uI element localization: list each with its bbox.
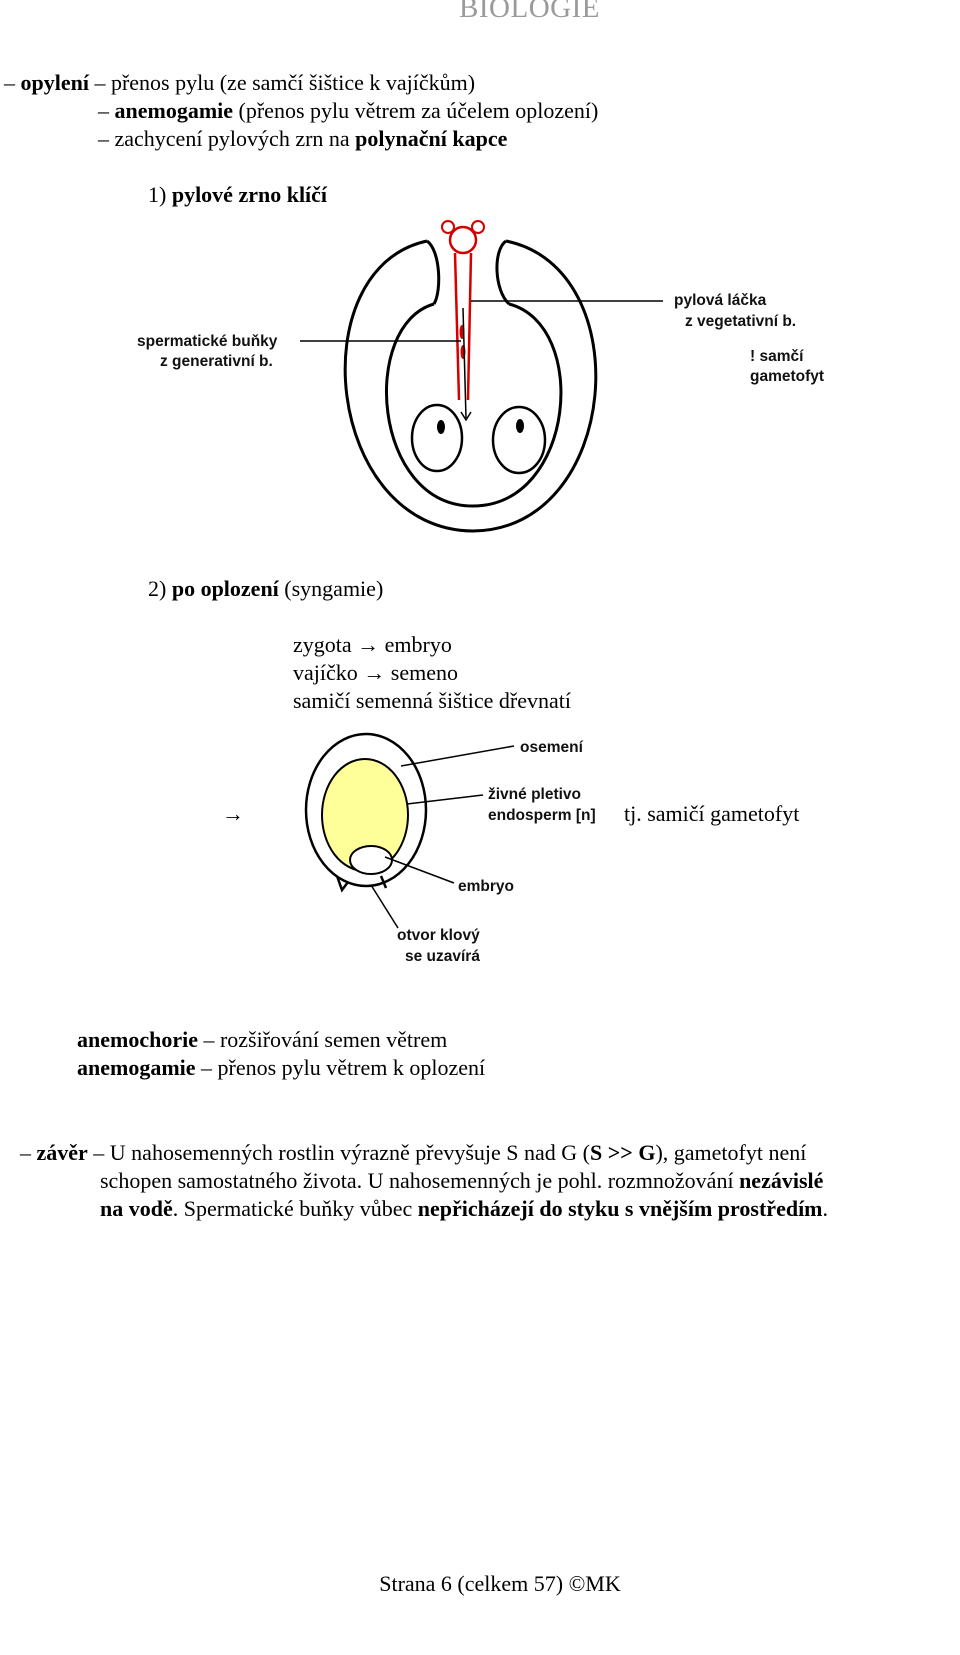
arrow-icon: → xyxy=(363,660,386,685)
transform-zygote: zygota → embryo xyxy=(293,632,452,658)
page-header: BIOLOGIE xyxy=(459,0,600,24)
archegonium-right-nucleus xyxy=(516,419,524,433)
conclusion-emphasis: nepřicházejí do styku s vnějším prostřed… xyxy=(417,1196,823,1221)
term-anemogamie: anemogamie xyxy=(114,98,234,123)
label-male-gametophyte-2: gametofyt xyxy=(750,368,825,385)
definition: – zachycení pylových zrn na xyxy=(98,126,356,151)
arrow-icon: → xyxy=(357,632,380,657)
lead-arrow-icon: → xyxy=(222,801,244,826)
term-opyleni: opylení xyxy=(20,70,89,95)
step-1-heading: 1) pylové zrno klíčí xyxy=(148,182,327,208)
conclusion-emphasis: nezávislé xyxy=(739,1168,824,1193)
label-seed-coat: osemení xyxy=(520,739,583,756)
label-male-gametophyte-1: ! samčí xyxy=(750,348,804,365)
conclusion-text: . Spermatické buňky vůbec xyxy=(172,1196,418,1221)
anemochorie-line: anemochorie – rozšiřování semen větrem xyxy=(77,1027,447,1053)
leader-seed-coat xyxy=(400,745,515,767)
anemogamie-definition-line: anemogamie – přenos pylu větrem k oploze… xyxy=(77,1055,485,1081)
definition: – přenos pylu větrem k oplození xyxy=(195,1055,486,1080)
label-pollen-tube-2: z vegetativní b. xyxy=(685,313,797,330)
label-micropyle-1: otvor klový xyxy=(397,927,480,944)
transform-from: zygota xyxy=(293,632,352,657)
label-sperm-cells-2: z generativní b. xyxy=(160,353,273,370)
conclusion-line-1: – závěr – U nahosemenných rostlin výrazn… xyxy=(20,1139,806,1168)
step-number: 1) xyxy=(148,182,172,207)
female-gametophyte-note: tj. samičí gametofyt xyxy=(624,801,800,826)
step-2-heading: 2) po oplození (syngamie) xyxy=(148,576,383,602)
pollen-grain xyxy=(448,225,478,255)
archegonium-right xyxy=(491,405,547,475)
conclusion-text: – U nahosemenných rostlin výrazně převyš… xyxy=(87,1140,591,1165)
separator: – xyxy=(88,70,111,95)
micropyle-closing-right xyxy=(379,875,388,889)
dash: – xyxy=(20,1140,37,1165)
woody-cone-line: samičí semenná šištice dřevnatí xyxy=(293,688,571,713)
pollen-germination-diagram xyxy=(300,220,663,533)
anemogamie-line: – anemogamie (přenos pylu větrem za účel… xyxy=(98,98,598,124)
definition: přenos pylu (ze samčí šištice k vajíčkům… xyxy=(110,70,476,95)
transform-to: embryo xyxy=(384,632,452,657)
term-anemochorie: anemochorie xyxy=(77,1027,198,1052)
leader-embryo xyxy=(384,856,455,884)
dash: – xyxy=(4,70,15,95)
pollen-air-sac-right xyxy=(471,220,485,234)
tube-tip-arrow xyxy=(460,307,472,422)
dash: – xyxy=(98,98,115,123)
transform-from: vajíčko xyxy=(293,660,358,685)
term-zaver: závěr xyxy=(36,1140,88,1165)
label-sperm-cells-1: spermatické buňky xyxy=(137,333,278,350)
label-endosperm-1: živné pletivo xyxy=(488,786,582,803)
label-embryo: embryo xyxy=(458,878,514,895)
micropyle-closing-left xyxy=(335,875,349,893)
pollination-line: – opylení – přenos pylu (ze samčí šištic… xyxy=(4,70,475,96)
page-footer: Strana 6 (celkem 57) ©MK xyxy=(379,1571,621,1596)
transform-ovule: vajíčko → semeno xyxy=(293,660,458,686)
conclusion-emphasis: S >> G xyxy=(590,1140,656,1165)
conclusion-line-2: schopen samostatného života. U nahosemen… xyxy=(100,1167,823,1196)
conclusion-emphasis: na vodě xyxy=(100,1196,173,1221)
transform-to: semeno xyxy=(390,660,458,685)
step-note: (syngamie) xyxy=(278,576,384,601)
archegonium-left xyxy=(410,403,464,473)
archegonium-left-nucleus xyxy=(437,420,445,434)
step-number: 2) xyxy=(148,576,172,601)
conclusion-text: schopen samostatného života. U nahosemen… xyxy=(100,1168,740,1193)
pollen-tube xyxy=(453,252,473,401)
conclusion-text: . xyxy=(822,1196,829,1221)
conclusion-line-3: na vodě. Spermatické buňky vůbec nepřich… xyxy=(100,1195,828,1224)
definition: (přenos pylu větrem za účelem oplození) xyxy=(233,98,599,123)
step-title: pylové zrno klíčí xyxy=(171,182,328,207)
label-pollen-tube-1: pylová láčka xyxy=(674,292,767,309)
micropyle-right-lip xyxy=(495,239,511,306)
label-micropyle-2: se uzavírá xyxy=(405,948,480,965)
label-endosperm-2: endosperm [n] xyxy=(488,807,596,824)
micropyle-left-lip xyxy=(425,239,441,305)
step-title: po oplození xyxy=(171,576,279,601)
ovule-inner-wall xyxy=(384,302,563,508)
term-anemogamie: anemogamie xyxy=(77,1055,196,1080)
polynation-drop-line: – zachycení pylových zrn na polynační ka… xyxy=(98,126,507,152)
seed-diagram xyxy=(304,732,515,929)
ovule-outer-wall xyxy=(343,239,598,533)
pollen-air-sac-left xyxy=(441,220,455,234)
leader-endosperm xyxy=(406,794,484,805)
embryo xyxy=(349,845,393,875)
conclusion-text: ), gametofyt není xyxy=(655,1140,807,1165)
definition: – rozšiřování semen větrem xyxy=(197,1027,448,1052)
leader-micropyle xyxy=(370,884,399,929)
term-polynacni-kapce: polynační kapce xyxy=(355,126,508,151)
